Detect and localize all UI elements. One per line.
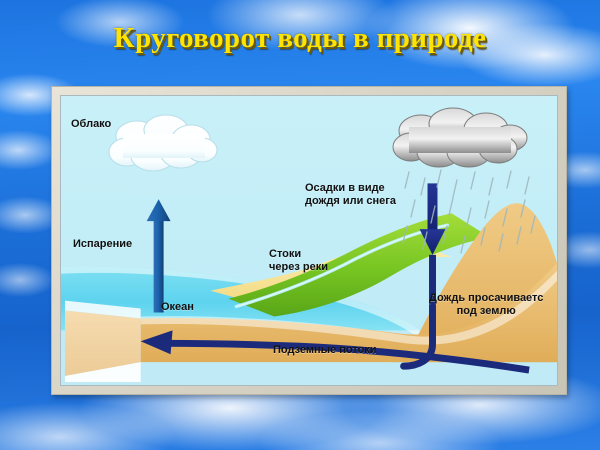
cloud-icon xyxy=(108,114,218,172)
label-precipitation-line1: Осадки в виде xyxy=(305,182,385,194)
terrain-illustration xyxy=(61,183,557,383)
label-evaporation: Испарение xyxy=(73,238,132,251)
label-infiltration: Дождь просачиваетс под землю xyxy=(429,292,543,318)
label-runoff: Стоки через реки xyxy=(269,248,328,274)
label-precipitation-line2: дождя или снега xyxy=(305,195,396,207)
label-groundwater-line1: Подземные потоки xyxy=(273,344,377,356)
rain-drops-icon xyxy=(402,169,536,254)
rain-cloud-icon xyxy=(392,107,528,168)
diagram-frame-inner: Облако Испарение Океан Осадки в виде дож… xyxy=(60,95,558,386)
label-infiltration-line1: Дождь просачиваетс xyxy=(429,292,544,304)
label-runoff-line1: Стоки xyxy=(269,248,302,260)
label-cloud-line1: Облако xyxy=(71,118,112,130)
label-infiltration-line2: под землю xyxy=(456,305,516,317)
evaporation-arrow xyxy=(146,199,171,313)
label-evaporation-line1: Испарение xyxy=(73,238,133,250)
label-ocean-line1: Океан xyxy=(161,301,194,313)
label-ocean: Океан xyxy=(161,301,194,314)
groundwater-arrow xyxy=(140,330,530,374)
label-groundwater: Подземные потоки xyxy=(273,344,377,357)
label-precipitation: Осадки в виде дождя или снега xyxy=(305,182,396,208)
page-title: Круговорот воды в природе xyxy=(113,22,487,54)
diagram-frame: Облако Испарение Океан Осадки в виде дож… xyxy=(51,86,567,395)
water-cycle-diagram: Облако Испарение Океан Осадки в виде дож… xyxy=(61,96,557,385)
label-cloud: Облако xyxy=(71,118,111,131)
label-runoff-line2: через реки xyxy=(269,261,328,273)
infiltration-arrow xyxy=(400,254,436,370)
